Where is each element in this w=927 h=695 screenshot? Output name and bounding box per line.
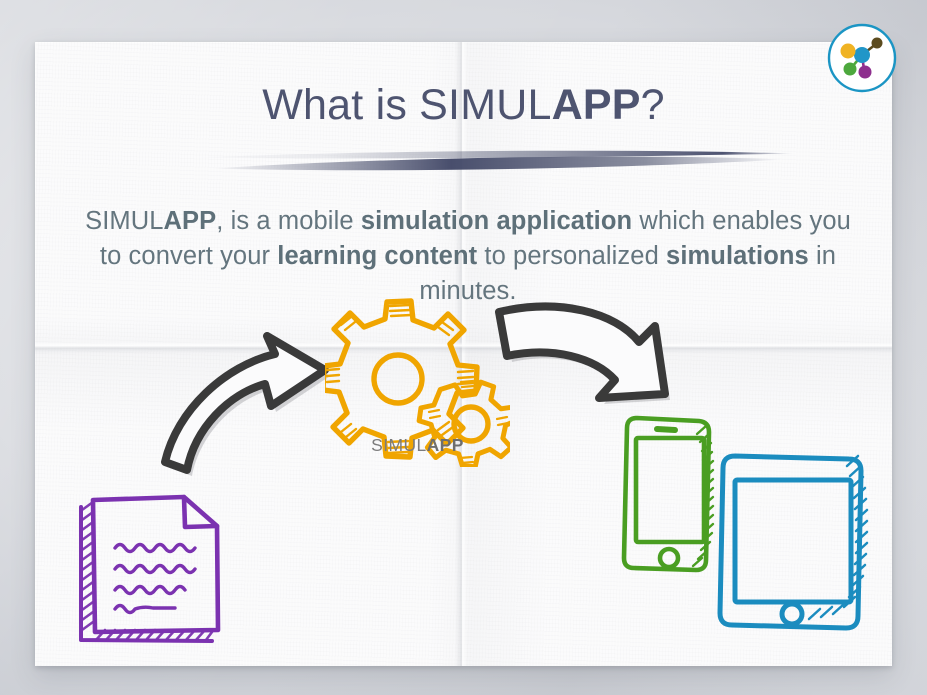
body-segment-0: SIMUL xyxy=(85,207,164,235)
body-segment-5: learning content xyxy=(277,241,478,270)
divider-blade-bottom xyxy=(211,156,783,171)
body-segment-7: simulations xyxy=(666,241,809,270)
arrow-input xyxy=(161,332,330,476)
page-title-suffix: ? xyxy=(640,81,665,129)
body-segment-6: to personalized xyxy=(477,241,667,270)
page-title-plain: What is SIMUL xyxy=(262,81,552,129)
smartphone-device xyxy=(621,415,715,573)
body-segment-4: which enables you to convert your xyxy=(99,207,851,270)
divider-blade-top xyxy=(193,150,795,159)
title-divider-swoosh xyxy=(193,150,795,171)
gear-caption-strong: APP xyxy=(426,435,464,455)
body-segment-3: simulation application xyxy=(360,207,633,235)
center-node xyxy=(854,47,870,63)
body-segment-2: , is a mobile xyxy=(216,207,361,235)
page-title-block: What is SIMULAPP? xyxy=(35,81,892,129)
learning-content-document xyxy=(79,494,221,643)
body-segment-1: APP xyxy=(163,207,217,235)
yellow-node xyxy=(840,43,856,59)
page-title: What is SIMULAPP? xyxy=(35,81,892,129)
gear-caption: SIMULAPP xyxy=(325,435,510,456)
body-segment-8: in minutes. xyxy=(419,241,837,305)
olive-node xyxy=(871,37,883,49)
body-paragraph: SIMULAPP, is a mobile simulation applica… xyxy=(73,204,863,309)
arrow-input-body xyxy=(161,332,329,474)
devices-group xyxy=(621,415,869,631)
tablet-device xyxy=(717,453,869,631)
simulapp-network-logo xyxy=(827,23,897,93)
page-title-strong: APP xyxy=(551,81,641,129)
purple-node xyxy=(858,65,872,79)
arrow-output-body xyxy=(495,302,669,402)
gear-caption-plain: SIMUL xyxy=(371,435,427,455)
green-node xyxy=(843,62,857,76)
paper-sheet: What is SIMULAPP? xyxy=(35,42,892,666)
